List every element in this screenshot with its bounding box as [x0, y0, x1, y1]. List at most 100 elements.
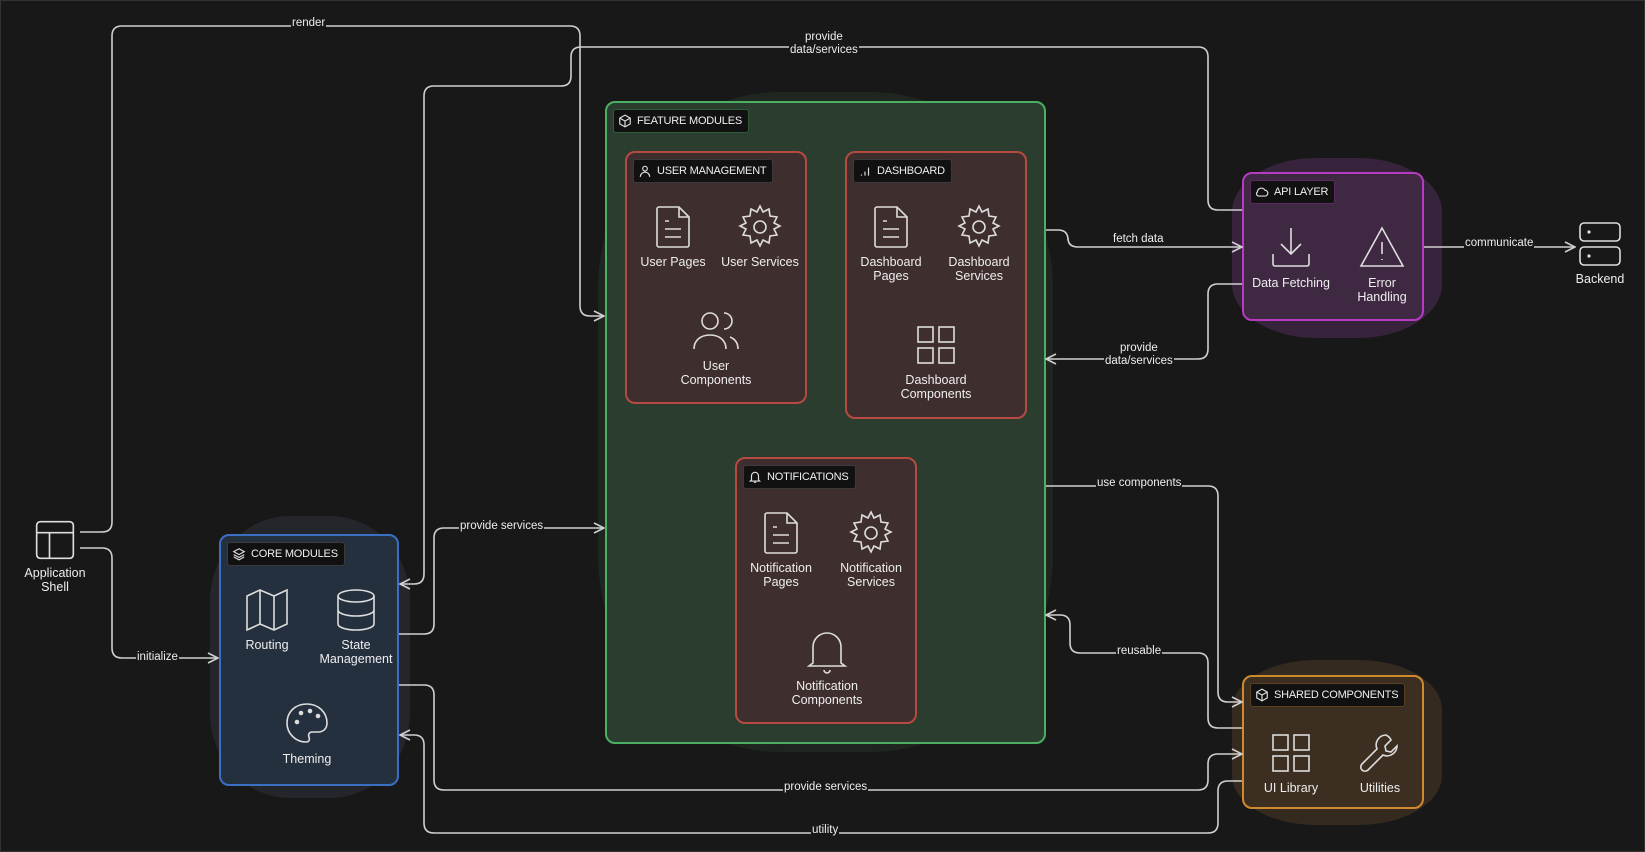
bell-icon [806, 632, 848, 674]
routing-node[interactable]: Routing [235, 586, 299, 652]
palette-icon [286, 703, 328, 743]
notification-services-label-2: Services [847, 575, 895, 589]
user-management-group[interactable]: USER MANAGEMENT User Pages User Services… [625, 151, 807, 404]
user-components-node[interactable]: User Components [673, 307, 759, 387]
user-components-label-1: User [702, 359, 730, 373]
notifications-tag: NOTIFICATIONS [743, 465, 856, 489]
dashboard-pages-label-1: Dashboard [860, 255, 922, 269]
user-icon [639, 165, 651, 177]
edge-label-provide-data-api-1: provide [1120, 342, 1158, 354]
notifications-group[interactable]: NOTIFICATIONS Notification Pages Notific… [735, 457, 917, 724]
layers-icon [232, 548, 246, 561]
gear-icon [738, 204, 782, 248]
core-modules-title: CORE MODULES [251, 548, 338, 560]
map-icon [246, 588, 288, 632]
edge-label-use-components: use components [1096, 477, 1183, 490]
data-fetching-node[interactable]: Data Fetching [1246, 224, 1336, 290]
edge-label-provide-data-top: provide data/services [789, 31, 859, 57]
edge-label-provide-data-api: provide data/services [1104, 342, 1174, 368]
notification-pages-label-2: Pages [763, 575, 799, 589]
server-icon [1579, 222, 1621, 266]
bar-chart-icon [860, 167, 870, 176]
feature-modules-title: FEATURE MODULES [637, 115, 742, 127]
edge-label-provide-data-top-1: provide [805, 31, 843, 43]
core-modules-tag: CORE MODULES [227, 542, 345, 566]
file-icon [874, 206, 908, 248]
edge-label-provide-data-top-2: data/services [790, 44, 858, 56]
utilities-label: Utilities [1359, 781, 1401, 795]
error-handling-node[interactable]: Error Handling [1342, 224, 1422, 304]
edge-label-utility: utility [811, 824, 840, 837]
shared-components-tag: SHARED COMPONENTS [1250, 683, 1406, 707]
notification-components-label-1: Notification [796, 679, 858, 693]
api-layer-group[interactable]: API LAYER Data Fetching Error Handling [1242, 172, 1424, 321]
utilities-node[interactable]: Utilities [1340, 729, 1420, 795]
ui-library-label: UI Library [1263, 781, 1319, 795]
theming-label: Theming [282, 752, 332, 766]
user-components-label-2: Components [680, 373, 752, 387]
dashboard-services-node[interactable]: Dashboard Services [939, 203, 1019, 283]
application-shell-node[interactable]: Application Shell [20, 518, 90, 594]
warning-icon [1359, 226, 1405, 267]
package-icon [619, 114, 631, 128]
notification-pages-node[interactable]: Notification Pages [739, 509, 823, 589]
layout-icon [35, 520, 75, 560]
edge-label-communicate: communicate [1464, 237, 1535, 250]
file-icon [656, 206, 690, 248]
shared-components-group[interactable]: SHARED COMPONENTS UI Library Utilities [1242, 675, 1424, 809]
app-shell-label-2: Shell [41, 580, 69, 594]
api-layer-tag: API LAYER [1250, 180, 1336, 204]
edge-fetch-data [1046, 229, 1242, 247]
state-label-1: State [341, 638, 371, 652]
user-services-node[interactable]: User Services [715, 203, 805, 269]
notification-components-label-2: Components [791, 693, 863, 707]
notifications-title: NOTIFICATIONS [767, 471, 849, 483]
cloud-icon [1255, 187, 1269, 197]
dashboard-pages-node[interactable]: Dashboard Pages [851, 203, 931, 283]
dashboard-group[interactable]: DASHBOARD Dashboard Pages Dashboard Serv… [845, 151, 1027, 419]
edge-reusable [1046, 615, 1242, 729]
edge-label-render: render [291, 17, 327, 30]
gear-icon [957, 204, 1001, 248]
notification-components-node[interactable]: Notification Components [779, 627, 875, 707]
user-pages-node[interactable]: User Pages [635, 203, 711, 269]
api-layer-title: API LAYER [1274, 186, 1329, 198]
edge-label-provide-data-api-2: data/services [1105, 355, 1173, 367]
dashboard-components-label-2: Components [900, 387, 972, 401]
grid-icon [1272, 734, 1310, 772]
notification-services-node[interactable]: Notification Services [829, 509, 913, 589]
edge-use-components [1046, 485, 1242, 702]
backend-node[interactable]: Backend [1568, 220, 1632, 286]
users-icon [693, 312, 739, 350]
edge-label-provide-services-shared: provide services [783, 781, 869, 794]
edge-label-fetch-data: fetch data [1112, 233, 1165, 246]
feature-modules-tag: FEATURE MODULES [613, 109, 749, 133]
dashboard-components-label-1: Dashboard [905, 373, 967, 387]
dashboard-title: DASHBOARD [877, 165, 945, 177]
user-management-title: USER MANAGEMENT [657, 165, 767, 177]
edge-provide-data-top [400, 46, 1242, 584]
notification-pages-label-1: Notification [750, 561, 812, 575]
data-fetching-label: Data Fetching [1252, 276, 1330, 290]
core-modules-group[interactable]: CORE MODULES Routing State Management Th… [219, 534, 399, 786]
dashboard-components-node[interactable]: Dashboard Components [893, 321, 979, 401]
theming-node[interactable]: Theming [275, 700, 339, 766]
edge-provide-services-core [399, 528, 604, 635]
package-icon [1256, 688, 1268, 702]
state-label-2: Management [319, 652, 393, 666]
gear-icon [849, 510, 893, 554]
bell-icon [748, 471, 762, 483]
edge-render [80, 25, 604, 533]
edge-provide-data-api [1046, 283, 1242, 359]
backend-label: Backend [1575, 272, 1625, 286]
user-management-tag: USER MANAGEMENT [633, 159, 774, 183]
edge-label-provide-services-core: provide services [459, 520, 545, 533]
state-management-node[interactable]: State Management [311, 586, 401, 666]
user-pages-label: User Pages [640, 255, 706, 269]
error-handling-label-2: Handling [1357, 290, 1407, 304]
edge-provide-services-shared [399, 684, 1242, 791]
edge-label-reusable: reusable [1116, 645, 1163, 658]
ui-library-node[interactable]: UI Library [1248, 729, 1334, 795]
dashboard-services-label-1: Dashboard [948, 255, 1010, 269]
